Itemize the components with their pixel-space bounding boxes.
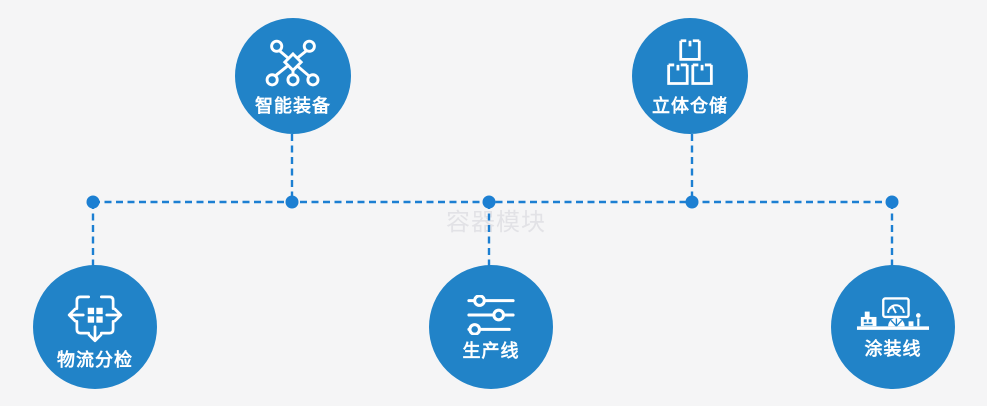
stacked-boxes-icon [664, 38, 716, 90]
node-stereo-warehouse[interactable]: 立体仓储 [632, 18, 748, 134]
node-production-line[interactable]: 生产线 [429, 265, 553, 389]
junction-dot [685, 195, 699, 209]
junction-dot [86, 195, 100, 209]
node-label: 生产线 [462, 340, 520, 361]
node-smart-equipment[interactable]: 智能装备 [235, 18, 351, 134]
node-label: 智能装备 [255, 96, 331, 116]
node-label: 立体仓储 [652, 95, 728, 116]
sorting-arrows-icon [66, 286, 124, 344]
paint-station-icon [856, 296, 930, 333]
junction-dot [482, 195, 496, 209]
junction-dot [885, 195, 899, 209]
network-nodes-icon [264, 37, 322, 90]
sliders-icon [467, 294, 515, 335]
node-painting-line[interactable]: 涂装线 [831, 265, 955, 389]
watermark-text: 容器模块 [446, 209, 546, 236]
node-label: 物流分检 [57, 349, 133, 370]
node-logistics-sorting[interactable]: 物流分检 [33, 265, 157, 389]
junction-dot [285, 195, 299, 209]
node-label: 涂装线 [864, 338, 922, 359]
